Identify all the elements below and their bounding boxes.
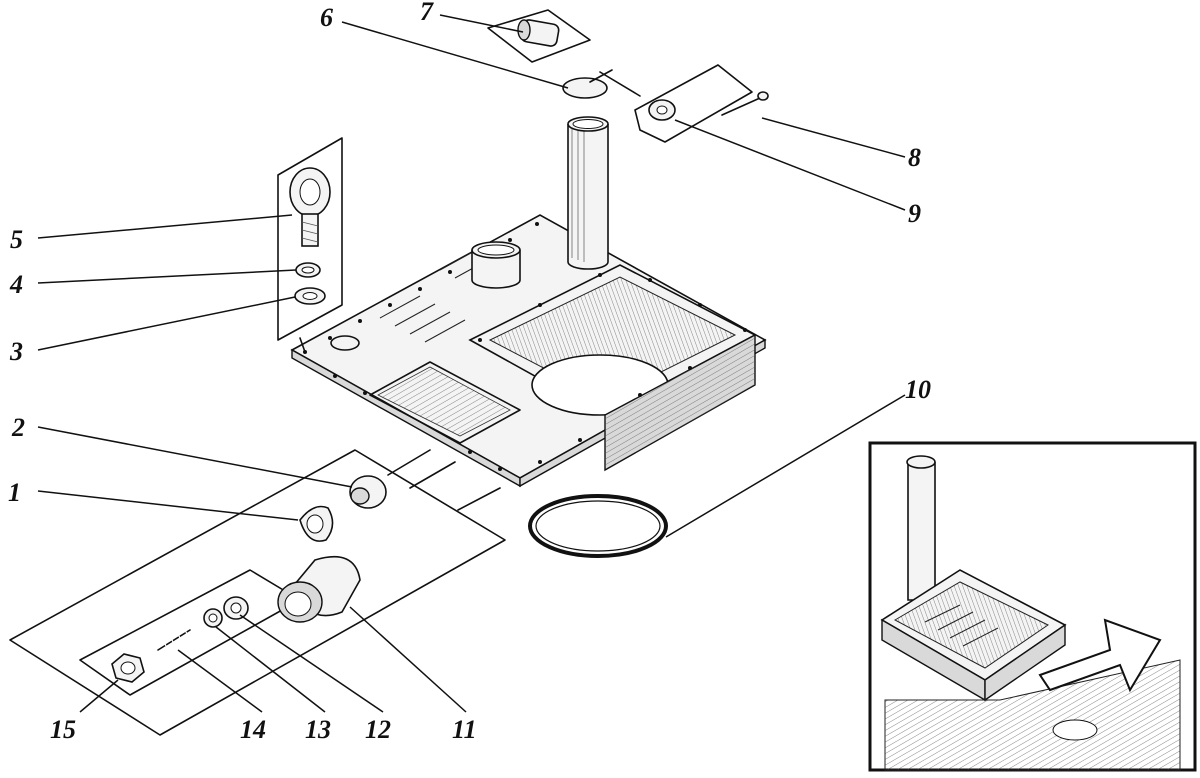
inset-view <box>868 441 1197 772</box>
callout-2: 2 <box>11 413 25 442</box>
eyebolt-group <box>277 137 343 353</box>
spring-14 <box>157 627 192 655</box>
breather-pipe <box>567 116 609 270</box>
callout-7: 7 <box>420 0 434 26</box>
callout-3: 3 <box>9 337 23 366</box>
callout-9: 9 <box>908 199 921 228</box>
cap-6 <box>562 69 613 99</box>
washer-12 <box>223 596 249 620</box>
callout-8: 8 <box>908 143 921 172</box>
washer-4 <box>295 262 321 278</box>
callout-14: 14 <box>240 715 266 744</box>
plug-2 <box>349 475 387 509</box>
eyebolt-5 <box>289 167 331 247</box>
arrow-icon <box>1038 618 1162 693</box>
callout-15: 15 <box>50 715 76 744</box>
housing-11 <box>277 556 361 623</box>
drain-group <box>9 449 506 736</box>
washer-3 <box>294 287 326 305</box>
callout-12: 12 <box>365 715 391 744</box>
sump-tray <box>468 264 757 472</box>
leader-lines <box>37 14 906 713</box>
nut-15 <box>111 653 145 683</box>
washer-13 <box>203 608 223 628</box>
seal-ring-10 <box>528 494 668 558</box>
callout-6: 6 <box>320 3 333 32</box>
pin-8 <box>721 91 769 116</box>
callout-1: 1 <box>8 478 21 507</box>
plug-7 <box>517 19 560 47</box>
inset-pipe <box>906 455 936 601</box>
callout-11: 11 <box>452 715 477 744</box>
gasket-1 <box>299 505 334 542</box>
callout-labels: 1 2 3 4 5 6 7 8 9 10 11 12 13 14 15 <box>8 0 931 744</box>
callout-10: 10 <box>905 375 931 404</box>
callout-5: 5 <box>10 225 23 254</box>
cap-group <box>487 9 769 143</box>
callout-13: 13 <box>305 715 331 744</box>
washer-9 <box>648 99 676 121</box>
callout-4: 4 <box>9 270 23 299</box>
filler-neck <box>471 241 521 289</box>
